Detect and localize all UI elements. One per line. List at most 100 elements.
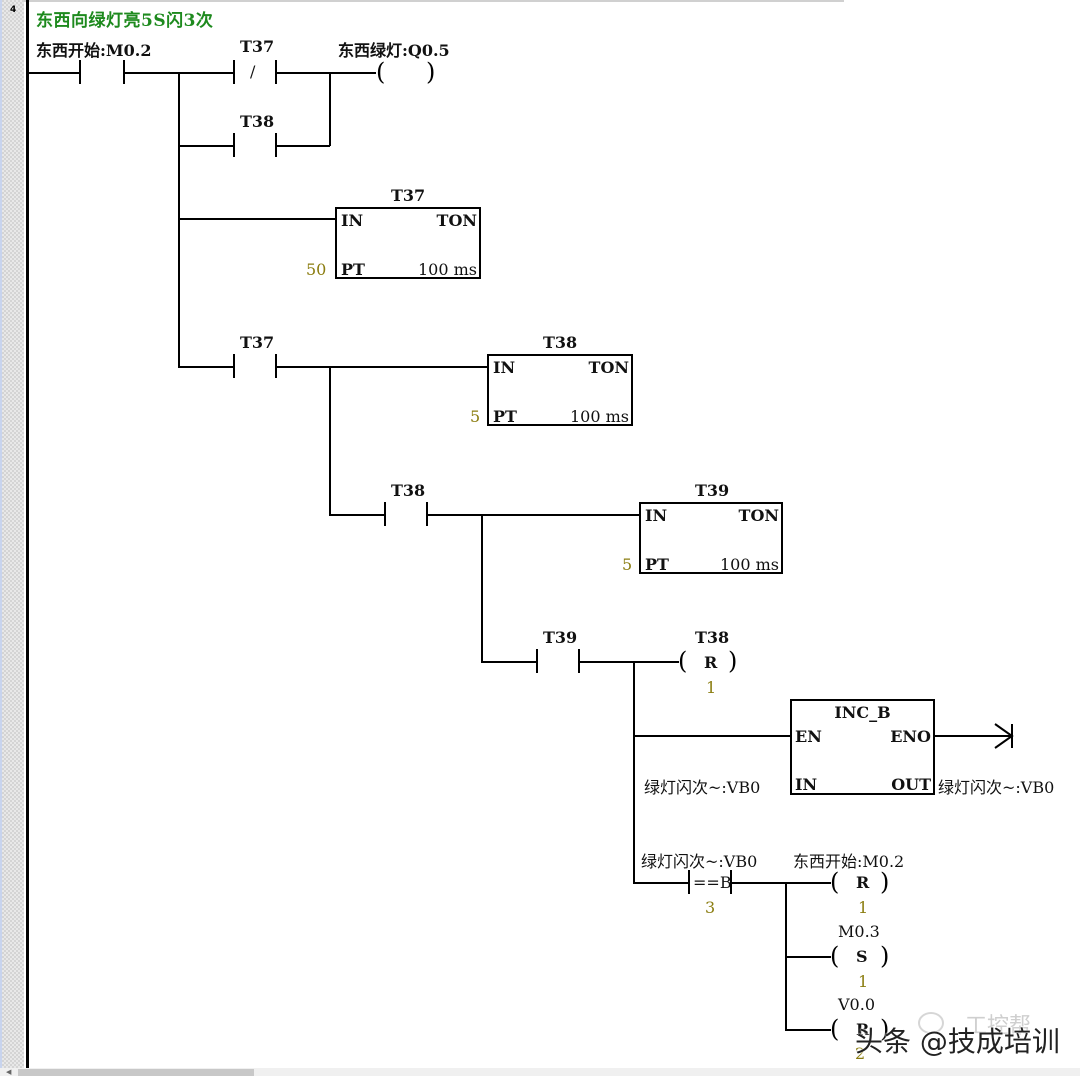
scrollbar-thumb[interactable] <box>18 1069 254 1076</box>
eno-arrow-icon <box>994 723 1014 749</box>
timer-t38-in: IN <box>493 358 516 377</box>
network-number: 4 <box>10 5 17 15</box>
wire <box>276 145 330 147</box>
wire <box>579 661 679 663</box>
timer-t37-name: T37 <box>391 186 426 205</box>
wire <box>178 218 336 220</box>
timer-t39-name: T39 <box>695 481 730 500</box>
coil-reset-t38-right-paren[interactable]: ) <box>728 647 738 675</box>
network-gutter <box>0 0 24 1068</box>
timer-t37-in: IN <box>341 211 364 230</box>
network-title[interactable]: 东西向绿灯亮5S闪3次 <box>36 11 214 31</box>
contact-t37-left[interactable] <box>233 354 235 378</box>
branch-vertical-3 <box>481 514 483 662</box>
wire <box>481 661 537 663</box>
coil-q05-right-paren[interactable]: ) <box>426 58 436 86</box>
timer-t37-base: 100 ms <box>417 260 477 279</box>
wire <box>178 145 234 147</box>
contact-t37-nc-left[interactable] <box>233 60 235 84</box>
watermark-main: 头条 @技成培训 <box>855 1025 1060 1058</box>
timer-t39-base: 100 ms <box>719 555 779 574</box>
scroll-left-arrow-icon[interactable]: ◀ <box>6 1068 12 1076</box>
coil-reset-m02-count[interactable]: 1 <box>858 898 869 917</box>
network-top-border <box>24 0 844 2</box>
timer-t37-preset[interactable]: 50 <box>306 260 327 279</box>
contact-t38-left[interactable] <box>384 502 386 526</box>
coil-set-m03-left-paren[interactable]: ( <box>830 942 840 970</box>
coil-reset-m02-right-paren[interactable]: ) <box>880 868 890 896</box>
wire <box>785 1029 831 1031</box>
coil-reset-v00-count[interactable]: 2 <box>855 1044 866 1063</box>
compare-operand1[interactable]: 绿灯闪次~:VB0 <box>641 852 758 871</box>
coil-reset-m02-label: 东西开始:M0.2 <box>793 852 905 871</box>
timer-t38-preset[interactable]: 5 <box>470 407 481 426</box>
coil-reset-t38-count[interactable]: 1 <box>706 678 717 697</box>
contact-t37-label: T37 <box>240 333 275 352</box>
timer-t37-pt: PT <box>341 260 365 279</box>
wire <box>935 735 1013 737</box>
timer-t37-type: TON <box>436 211 477 230</box>
timer-t38-pt: PT <box>493 407 517 426</box>
coil-set-m03-right-paren[interactable]: ) <box>880 942 890 970</box>
wire <box>329 514 385 516</box>
timer-t39-box[interactable]: IN TON PT 100 ms <box>639 502 783 574</box>
coil-reset-v00-right-paren[interactable]: ) <box>880 1015 890 1043</box>
wire <box>276 366 488 368</box>
branch-vertical-parallel <box>329 72 331 146</box>
coil-reset-v00-op: R <box>856 1020 870 1039</box>
contact-t38-label: T38 <box>391 481 426 500</box>
inc-b-in-operand[interactable]: 绿灯闪次~:VB0 <box>644 778 761 797</box>
wire <box>28 72 80 74</box>
coil-reset-m02-op: R <box>856 873 870 892</box>
coil-reset-v00-left-paren[interactable]: ( <box>830 1015 840 1043</box>
contact-start-left[interactable] <box>79 60 81 84</box>
inc-b-in: IN <box>795 775 818 794</box>
wire <box>633 882 689 884</box>
nc-slash: / <box>250 62 256 81</box>
timer-t38-name: T38 <box>543 333 578 352</box>
timer-t38-base: 100 ms <box>569 407 629 426</box>
contact-t38-parallel-label: T38 <box>240 112 275 131</box>
coil-reset-t38-label: T38 <box>695 628 730 647</box>
timer-t38-box[interactable]: IN TON PT 100 ms <box>487 354 633 426</box>
compare-operand2[interactable]: 3 <box>705 898 716 917</box>
wire <box>427 514 640 516</box>
coil-reset-t38-op: R <box>704 653 718 672</box>
compare-left[interactable] <box>688 870 690 894</box>
horizontal-scrollbar[interactable] <box>0 1068 1080 1076</box>
coil-reset-v00-label: V0.0 <box>838 995 875 1014</box>
wire <box>785 956 831 958</box>
watermark-sub: 工控帮 <box>965 1014 1032 1039</box>
inc-b-out-operand[interactable]: 绿灯闪次~:VB0 <box>938 778 1055 797</box>
wire <box>731 882 831 884</box>
timer-t38-type: TON <box>588 358 629 377</box>
coil-set-m03-op: S <box>856 947 868 966</box>
power-rail <box>26 0 29 1068</box>
coil-reset-t38-left-paren[interactable]: ( <box>678 647 688 675</box>
wire <box>633 735 791 737</box>
branch-vertical-4 <box>633 661 635 883</box>
coil-q05-left-paren[interactable]: ( <box>376 58 386 86</box>
coil-set-m03-label: M0.3 <box>838 922 880 941</box>
timer-t39-pt: PT <box>645 555 669 574</box>
wire <box>276 72 376 74</box>
gutter-edge <box>0 0 2 1068</box>
inc-b-out: OUT <box>891 775 931 794</box>
compare-op: ==B <box>693 873 732 892</box>
timer-t37-box[interactable]: IN TON PT 100 ms <box>335 207 481 279</box>
coil-set-m03-count[interactable]: 1 <box>858 972 869 991</box>
contact-t39-label: T39 <box>543 628 578 647</box>
timer-t39-preset[interactable]: 5 <box>622 555 633 574</box>
contact-t39-left[interactable] <box>536 649 538 673</box>
branch-vertical-main <box>178 72 180 368</box>
contact-t38-parallel-left[interactable] <box>233 133 235 157</box>
inc-b-name: INC_B <box>834 703 891 722</box>
inc-b-en: EN <box>795 727 822 746</box>
timer-t39-type: TON <box>738 506 779 525</box>
coil-reset-m02-left-paren[interactable]: ( <box>830 868 840 896</box>
inc-b-box[interactable]: INC_B EN ENO IN OUT <box>790 699 935 795</box>
wechat-icon <box>918 1012 944 1034</box>
contact-t37-nc-label: T37 <box>240 37 275 56</box>
wire <box>178 366 234 368</box>
coil-q05-label: 东西绿灯:Q0.5 <box>338 41 450 60</box>
